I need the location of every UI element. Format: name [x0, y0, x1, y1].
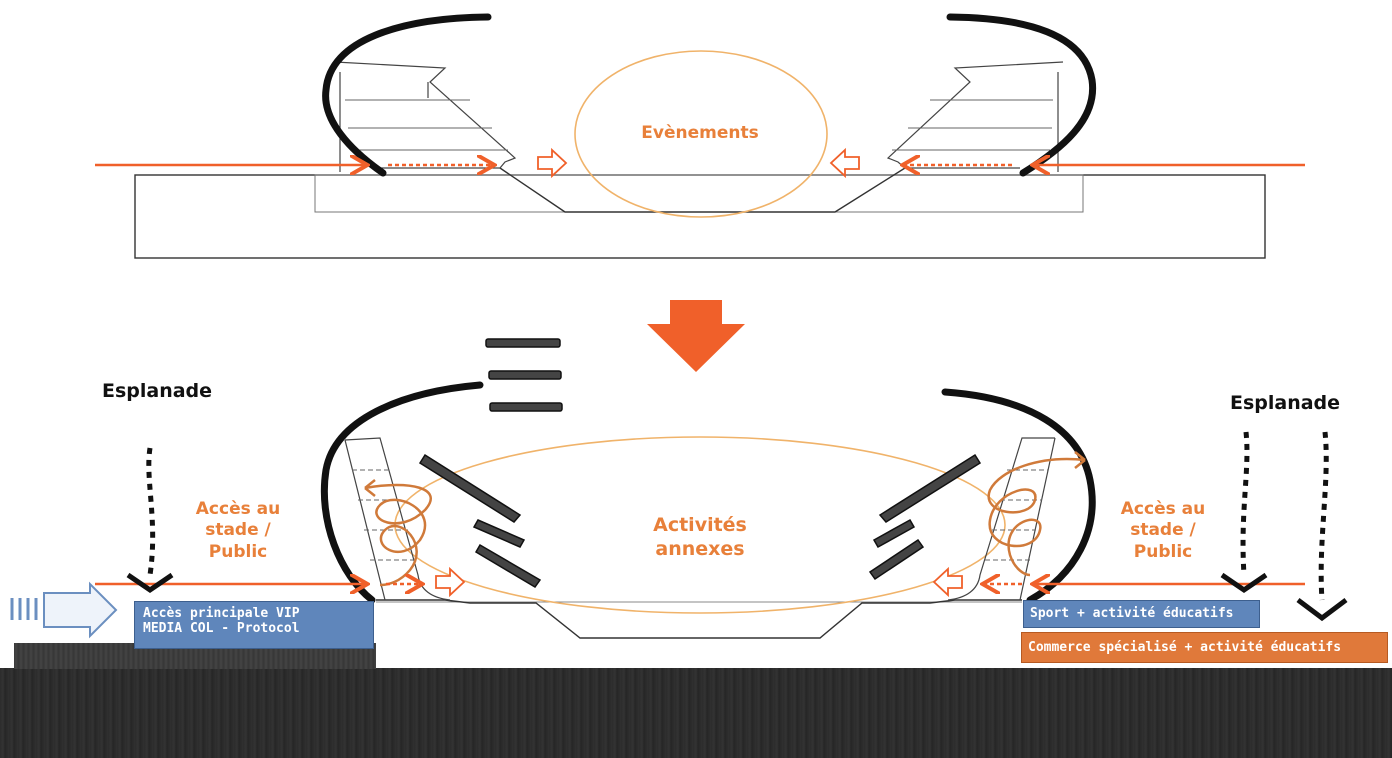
- activities-label: Activités annexes: [653, 514, 747, 560]
- right-spiral: [987, 451, 1086, 577]
- bottom-pitch-bowl: [376, 599, 1022, 639]
- bottom-right-roof: [941, 388, 1096, 604]
- vip-access-line2: MEDIA COL - Protocol: [143, 621, 300, 636]
- left-access-label: Accès au stade / Public: [195, 499, 281, 562]
- top-left-roof: [322, 13, 492, 177]
- top-right-hollow-arrow: [829, 147, 860, 179]
- commerce-box: Commerce spécialisé + activité éducatifs: [1021, 632, 1388, 663]
- events-label: Evènements: [641, 123, 759, 143]
- left-spiral: [364, 479, 432, 587]
- events-ellipse: [574, 50, 828, 218]
- top-left-stand: [334, 61, 517, 172]
- transition-arrow: [647, 300, 745, 372]
- floating-bars: [485, 338, 563, 412]
- sport-box: Sport + activité éducatifs: [1023, 600, 1260, 628]
- top-stadium: [95, 13, 1305, 259]
- right-access-label: Accès au stade / Public: [1120, 499, 1206, 562]
- ground-band: [0, 668, 1392, 758]
- right-esplanade-label: Esplanade: [1229, 392, 1341, 414]
- top-right-roof: [946, 13, 1097, 177]
- top-pitch-bowl: [499, 167, 906, 213]
- esplanade-flow-arrows: [126, 431, 1348, 622]
- bottom-right-hollow-arrow: [932, 566, 963, 598]
- entry-arrow-icon: [10, 581, 118, 639]
- top-left-hollow-arrow: [537, 147, 568, 179]
- top-right-stand: [886, 61, 1064, 172]
- vip-access-line1: Accès principale VIP: [143, 606, 300, 621]
- vip-access-box: Accès principale VIP MEDIA COL - Protoco…: [134, 601, 374, 649]
- bottom-left-hollow-arrow: [435, 566, 466, 598]
- top-base-inner: [314, 174, 1084, 213]
- bottom-stadium: [95, 381, 1305, 668]
- left-esplanade-label: Esplanade: [101, 380, 213, 402]
- bottom-left-roof: [320, 381, 484, 604]
